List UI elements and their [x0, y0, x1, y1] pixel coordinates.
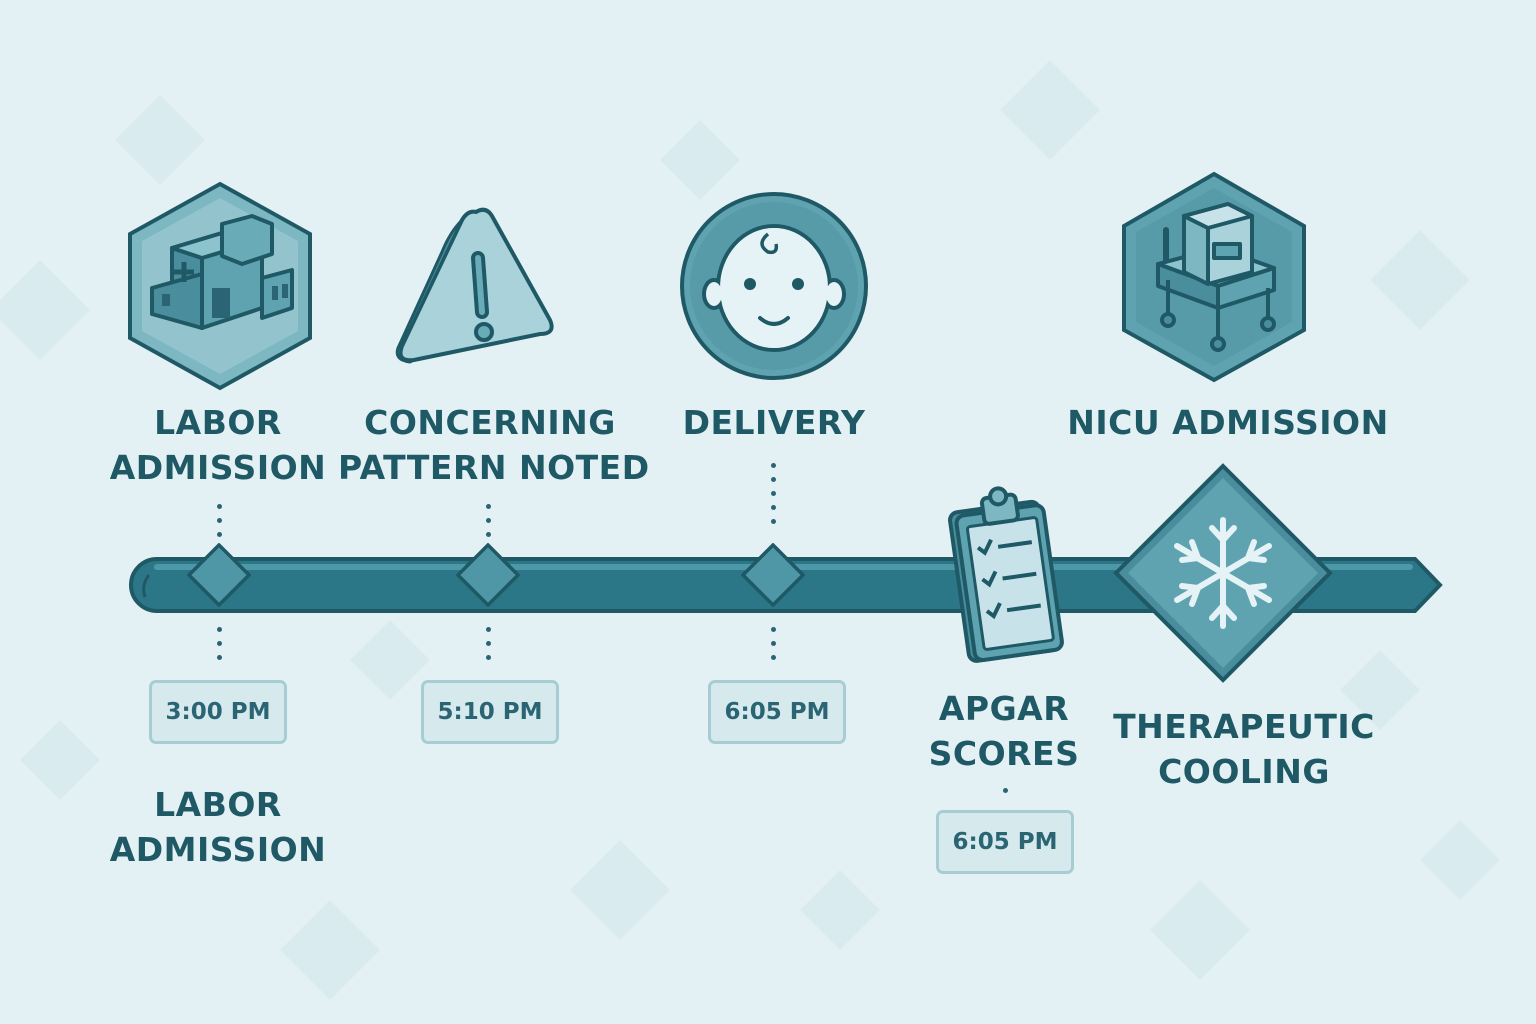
connector-apgar	[1002, 788, 1008, 802]
label-line: PATTERN NOTED	[338, 448, 650, 487]
timeline-marker-concerning-pattern	[456, 543, 520, 607]
connector-delivery-top	[770, 463, 776, 533]
baby-face-icon	[680, 192, 868, 380]
time-badge-delivery: 6:05 PM	[708, 680, 846, 744]
time-badge-apgar: 6:05 PM	[936, 810, 1074, 874]
label-delivery: DELIVERY	[664, 400, 884, 445]
time-badge-concerning-pattern: 5:10 PM	[421, 680, 559, 744]
timeline-marker-labor-admission	[187, 543, 251, 607]
label-line: ADMISSION	[109, 830, 327, 869]
label-line: SCORES	[928, 734, 1080, 773]
label-line: COOLING	[1158, 752, 1330, 791]
label-line: DELIVERY	[682, 403, 866, 442]
connector-labor-bottom	[216, 627, 222, 669]
label-concerning-pattern: CONCERNING PATTERN NOTED	[338, 400, 650, 490]
label-line: CONCERNING	[364, 403, 616, 442]
label-line: THERAPEUTIC	[1113, 707, 1375, 746]
label-line: NICU ADMISSION	[1067, 403, 1389, 442]
label-line: LABOR	[154, 403, 282, 442]
label-labor-admission: LABOR ADMISSION	[108, 400, 328, 490]
label-line: ADMISSION	[109, 448, 327, 487]
time-badge-labor-admission: 3:00 PM	[149, 680, 287, 744]
label-line: APGAR	[938, 689, 1070, 728]
label-line: LABOR	[154, 785, 282, 824]
label-therapeutic-cooling: THERAPEUTIC COOLING	[1106, 704, 1382, 794]
incubator-icon	[1122, 171, 1306, 383]
connector-pattern-top	[485, 504, 491, 546]
label-apgar-scores: APGAR SCORES	[916, 686, 1092, 776]
label-labor-admission-lower: LABOR ADMISSION	[108, 782, 328, 872]
label-nicu-admission: NICU ADMISSION	[1060, 400, 1396, 445]
connector-pattern-bottom	[485, 627, 491, 669]
clipboard-checklist-icon	[948, 486, 1064, 663]
snowflake-icon	[1113, 463, 1333, 683]
connector-delivery-bottom	[770, 627, 776, 669]
hospital-icon	[128, 181, 312, 391]
timeline-marker-delivery	[741, 543, 805, 607]
warning-icon	[395, 207, 554, 364]
connector-labor-top	[216, 504, 222, 546]
